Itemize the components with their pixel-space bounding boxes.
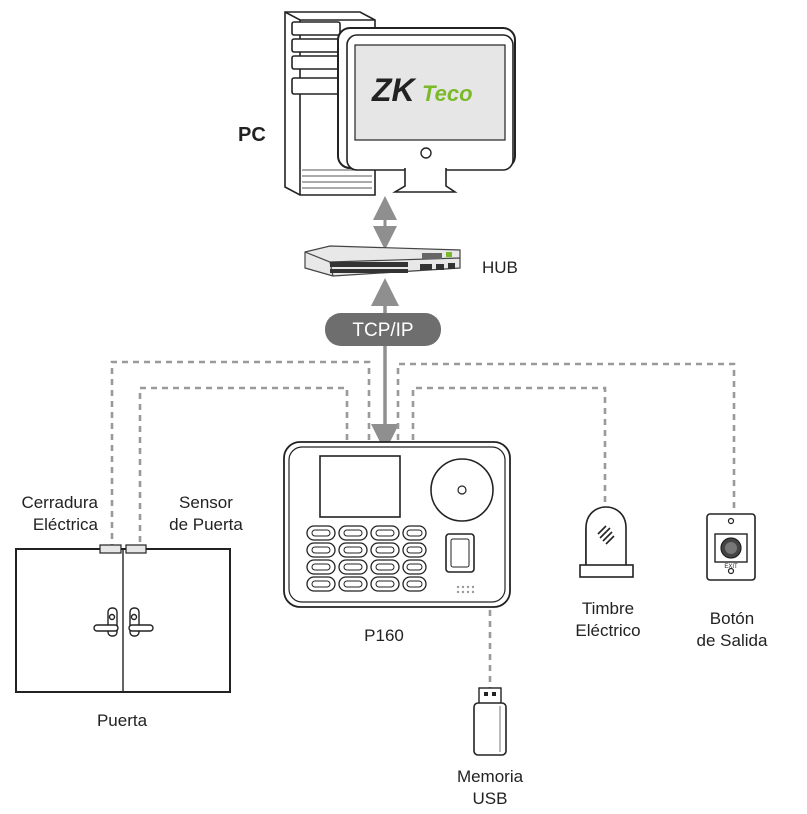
usb-drive-icon bbox=[473, 687, 507, 756]
svg-text:ZK: ZK bbox=[371, 72, 418, 108]
svg-text:Teco: Teco bbox=[422, 81, 473, 106]
door-sensor-label: Sensor de Puerta bbox=[169, 493, 243, 534]
keypad bbox=[306, 525, 427, 592]
p160-device-icon bbox=[283, 441, 511, 608]
usb-label: Memoria USB bbox=[456, 767, 524, 808]
wiring bbox=[110, 360, 736, 690]
tcp-ip-badge: TCP/IP bbox=[325, 313, 441, 346]
exit-button-label: Botón de Salida bbox=[696, 609, 768, 650]
wire-exit-button bbox=[396, 362, 736, 512]
svg-text:EXIT: EXIT bbox=[724, 564, 738, 570]
hub-label: HUB bbox=[482, 258, 518, 277]
wire-lock bbox=[110, 360, 371, 546]
door-icon bbox=[15, 544, 231, 693]
bell-label: Timbre Eléctrico bbox=[575, 599, 641, 640]
bell-icon bbox=[579, 506, 634, 578]
svg-text:TCP/IP: TCP/IP bbox=[352, 320, 413, 341]
wire-bell bbox=[411, 386, 607, 505]
hub-icon bbox=[304, 245, 461, 277]
monitor-icon: ZK Teco bbox=[337, 27, 516, 193]
door-label: Puerta bbox=[96, 711, 148, 730]
p160-label: P160 bbox=[364, 626, 404, 645]
lock-label: Cerradura Eléctrica bbox=[21, 493, 98, 534]
exit-button-icon: EXIT bbox=[706, 513, 756, 581]
zkteco-logo: ZK Teco bbox=[371, 72, 473, 108]
pc-label: PC bbox=[238, 124, 266, 146]
wire-door-sensor bbox=[138, 386, 349, 546]
